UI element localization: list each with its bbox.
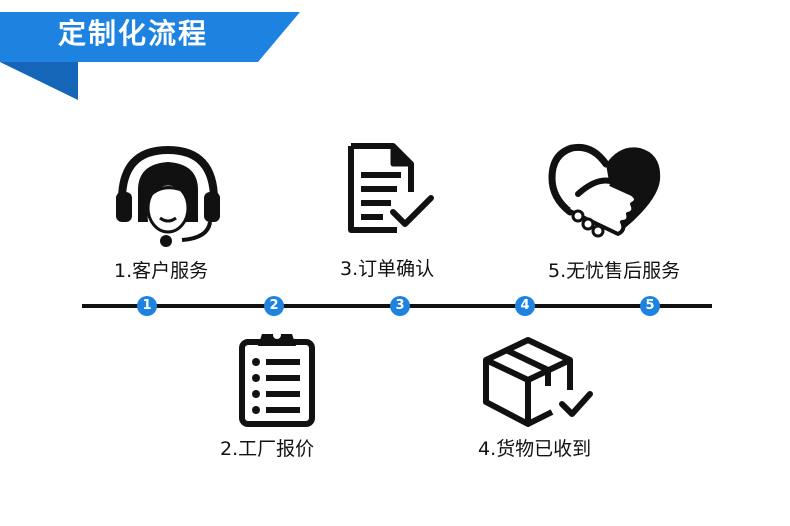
headset-agent-icon: [116, 145, 220, 247]
heart-handshake-icon: [548, 143, 661, 238]
step-node-1: 1: [137, 296, 157, 316]
step-1-label: 1.客户服务: [114, 260, 209, 282]
banner-fold-shadow: [0, 62, 78, 100]
step-node-4: 4: [515, 296, 535, 316]
title-banner: [0, 12, 300, 100]
page-title: 定制化流程: [58, 17, 209, 50]
step-5-label: 5.无忧售后服务: [548, 260, 681, 282]
step-node-5: 5: [640, 296, 660, 316]
step-node-2: 2: [264, 296, 284, 316]
step-node-3: 3: [390, 296, 410, 316]
step-3-label: 3.订单确认: [340, 258, 435, 280]
step-2-label: 2.工厂报价: [220, 438, 315, 460]
clipboard-list-icon: [239, 331, 315, 427]
banner-ribbon: [0, 12, 300, 62]
step-4-label: 4.货物已收到: [478, 438, 592, 460]
package-box-check-icon: [483, 337, 593, 427]
document-check-icon: [348, 143, 434, 233]
